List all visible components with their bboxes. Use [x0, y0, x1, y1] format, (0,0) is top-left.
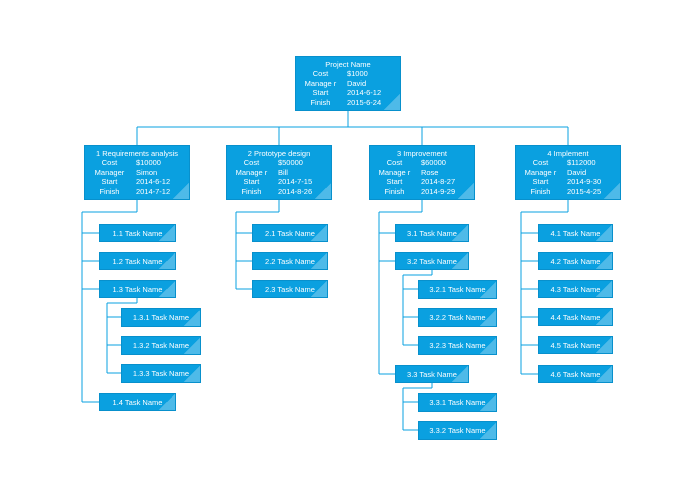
- subtask-node[interactable]: 3.3.2 Task Name: [418, 421, 497, 440]
- task-node[interactable]: 2.1 Task Name: [252, 224, 328, 242]
- task-node[interactable]: 1.3 Task Name: [99, 280, 176, 298]
- phase-title: 3 Improvement: [396, 149, 448, 158]
- task-node[interactable]: 4.3 Task Name: [538, 280, 613, 298]
- task-node[interactable]: 3.3 Task Name: [395, 365, 469, 383]
- task-node[interactable]: 3.2 Task Name: [395, 252, 469, 270]
- task-node[interactable]: 4.6 Task Name: [538, 365, 613, 383]
- phase-title: 2 Prototype design: [247, 149, 311, 158]
- task-node[interactable]: 2.3 Task Name: [252, 280, 328, 298]
- task-node[interactable]: 1.1 Task Name: [99, 224, 176, 242]
- phase-cost-row: Cost$112000: [532, 158, 596, 167]
- phase-cost-row: Cost$50000: [243, 158, 303, 167]
- task-node[interactable]: 1.4 Task Name: [99, 393, 176, 411]
- phase-cost-row: Cost$60000: [386, 158, 446, 167]
- subtask-node[interactable]: 3.2.3 Task Name: [418, 336, 497, 355]
- phase-cost-row: Cost$10000: [101, 158, 161, 167]
- task-node[interactable]: 1.2 Task Name: [99, 252, 176, 270]
- phase-title: 4 Implement: [547, 149, 589, 158]
- root-cost-row: Cost$1000: [312, 69, 368, 78]
- task-node[interactable]: 2.2 Task Name: [252, 252, 328, 270]
- subtask-node[interactable]: 3.2.1 Task Name: [418, 280, 497, 299]
- task-node[interactable]: 4.1 Task Name: [538, 224, 613, 242]
- subtask-node[interactable]: 1.3.1 Task Name: [121, 308, 201, 327]
- subtask-node[interactable]: 3.3.1 Task Name: [418, 393, 497, 412]
- phase-node-1[interactable]: 1 Requirements analysis Cost$10000 Manag…: [84, 145, 190, 200]
- task-node[interactable]: 3.1 Task Name: [395, 224, 469, 242]
- subtask-node[interactable]: 1.3.3 Task Name: [121, 364, 201, 383]
- phase-title: 1 Requirements analysis: [95, 149, 179, 158]
- subtask-node[interactable]: 1.3.2 Task Name: [121, 336, 201, 355]
- root-title: Project Name: [325, 60, 371, 69]
- task-node[interactable]: 4.5 Task Name: [538, 336, 613, 354]
- task-node[interactable]: 4.4 Task Name: [538, 308, 613, 326]
- task-node[interactable]: 4.2 Task Name: [538, 252, 613, 270]
- subtask-node[interactable]: 3.2.2 Task Name: [418, 308, 497, 327]
